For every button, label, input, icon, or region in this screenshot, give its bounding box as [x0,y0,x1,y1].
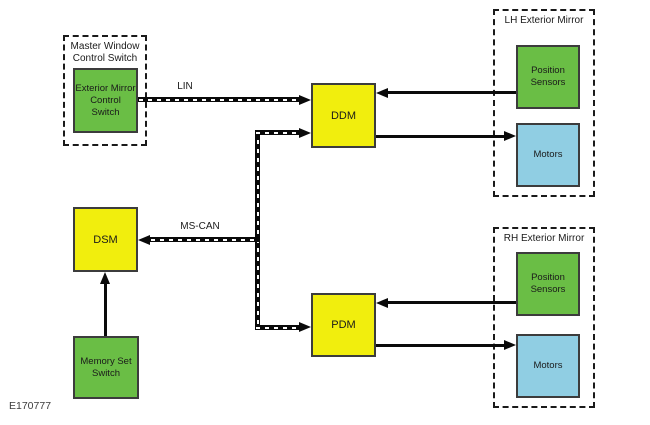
lh-exterior-mirror-group: LH Exterior Mirror [493,9,595,197]
rh-motors-label: Motors [533,360,563,371]
lh-motors-label: Motors [533,149,563,160]
lh-exterior-mirror-label: LH Exterior Mirror [504,15,584,26]
lh-position-sensors-to-ddm-line [386,91,516,94]
ddm-label: DDM [330,109,357,122]
rh-exterior-mirror-label: RH Exterior Mirror [503,233,585,244]
node-pdm: PDM [311,293,376,357]
node-lh-position-sensors: Position Sensors [516,45,580,109]
ddm-to-lh-motors-line [376,135,506,138]
ms-can-arrowhead-into-ddm-icon [299,128,311,138]
pdm-label: PDM [331,319,356,331]
lin-bus-line [138,97,299,102]
memory-set-switch-label: Memory Set Switch [80,355,132,379]
pdm-to-rh-motors-line [376,344,506,347]
lin-bus-label: LIN [177,81,193,92]
ms-can-trunk-line [255,130,260,330]
arrowhead-into-lh-motors-icon [504,131,516,141]
memory-set-switch-to-dsm-line [104,282,107,336]
figure-id: E170777 [9,400,52,412]
ms-can-branch-to-dsm [150,237,260,242]
node-lh-motors: Motors [516,123,580,187]
dsm-label: DSM [93,233,118,246]
rh-position-sensors-to-pdm-line [386,301,516,304]
lin-arrowhead-into-ddm-icon [299,95,311,105]
node-dsm: DSM [73,207,138,272]
node-rh-motors: Motors [516,334,580,398]
master-window-group-label: Master Window Control Switch [70,41,140,64]
master-window-control-switch-group: Master Window Control Switch [63,35,147,146]
rh-exterior-mirror-group: RH Exterior Mirror [493,227,595,408]
node-memory-set-switch: Memory Set Switch [73,336,139,399]
rh-position-sensors-label: Position Sensors [530,272,566,295]
node-exterior-mirror-control-switch: Exterior Mirror Control Switch [73,68,138,133]
arrowhead-into-dsm-icon [100,272,110,284]
ms-can-bus-label: MS-CAN [180,221,220,232]
node-ddm: DDM [311,83,376,148]
exterior-mirror-control-switch-label: Exterior Mirror Control Switch [75,82,136,118]
arrowhead-into-rh-motors-icon [504,340,516,350]
arrowhead-into-pdm-from-rh-sensors-icon [376,298,388,308]
ms-can-arrowhead-into-pdm-icon [299,322,311,332]
lh-position-sensors-label: Position Sensors [530,65,566,88]
ms-can-branch-to-pdm [255,325,299,330]
ms-can-branch-to-ddm [255,130,299,135]
arrowhead-into-ddm-from-lh-sensors-icon [376,88,388,98]
node-rh-position-sensors: Position Sensors [516,252,580,316]
ms-can-arrowhead-into-dsm-icon [138,235,150,245]
